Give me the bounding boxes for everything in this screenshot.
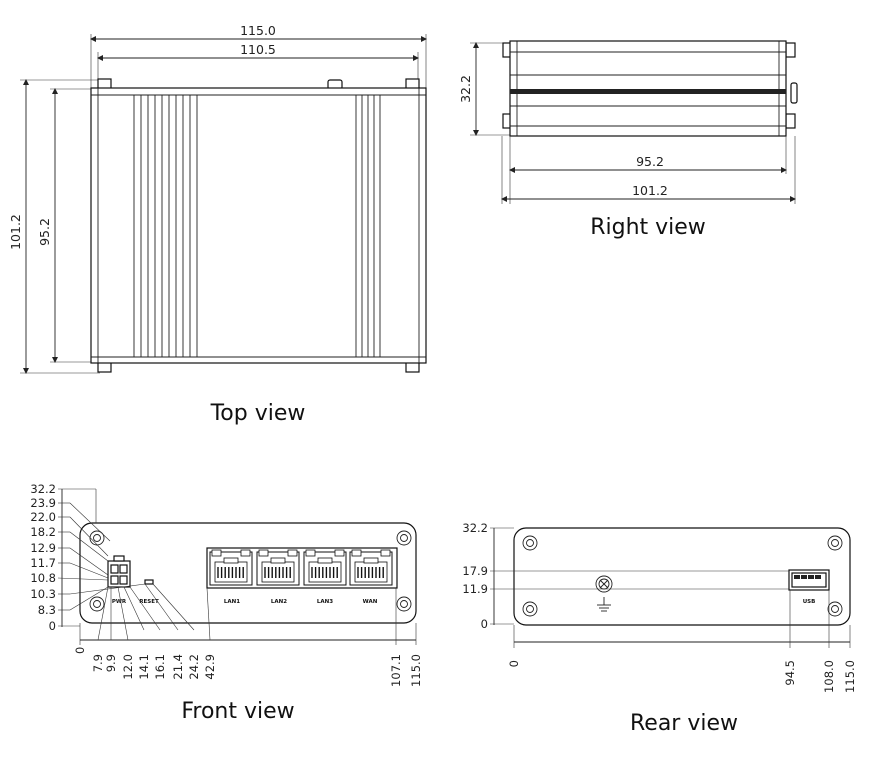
reset-label: RESET (139, 599, 159, 605)
front-y-0: 0 (49, 619, 56, 633)
usb-label: USB (803, 599, 816, 605)
top-case (90, 87, 427, 364)
dim-right-height: 32.2 (458, 75, 473, 103)
rear-y-17-9: 17.9 (462, 564, 488, 578)
front-x-14-1: 14.1 (137, 654, 151, 680)
ethernet-port (303, 549, 347, 586)
lan2-label: LAN2 (271, 599, 287, 605)
top-view-caption: Top view (210, 401, 306, 426)
front-x-9-9: 9.9 (104, 654, 118, 672)
lan1-label: LAN1 (224, 599, 240, 605)
right-case (509, 40, 787, 137)
front-view: PWR RESET LAN1 LAN2 LAN3 WAN 32.2 23.9 2… (30, 482, 423, 724)
front-y-11-7: 11.7 (30, 556, 56, 570)
rear-y-0: 0 (481, 617, 488, 631)
dim-width-inner: 110.5 (240, 42, 276, 57)
ethernet-ports (209, 549, 393, 586)
rear-y-32-2: 32.2 (462, 521, 488, 535)
ethernet-port (256, 549, 300, 586)
heatsink-fins-right (355, 95, 381, 357)
right-view: 32.2 95.2 101.2 Right view (458, 40, 798, 240)
front-x-24-2: 24.2 (187, 654, 201, 680)
front-x-dimensions: 0 7.9 9.9 12.0 14.1 16.1 21.4 24.2 42.9 … (73, 583, 423, 687)
rear-x-115-0: 115.0 (843, 660, 857, 693)
dim-right-depth-outer: 101.2 (632, 183, 668, 198)
rear-view: USB 32.2 17.9 11.9 0 0 94.5 108.0 115.0 … (462, 521, 857, 736)
ground-icon (597, 597, 611, 612)
wan-label: WAN (363, 599, 378, 605)
front-y-18-2: 18.2 (30, 525, 56, 539)
front-y-32-2: 32.2 (30, 482, 56, 496)
front-x-12-0: 12.0 (121, 654, 135, 680)
ground-screw (595, 575, 613, 593)
dim-width-outer: 115.0 (240, 23, 276, 38)
dim-depth-outer: 101.2 (8, 214, 23, 250)
rear-y-11-9: 11.9 (462, 582, 488, 596)
lan3-label: LAN3 (317, 599, 333, 605)
right-view-caption: Right view (590, 215, 706, 240)
front-x-42-9: 42.9 (203, 654, 217, 680)
rear-x-108-0: 108.0 (822, 660, 836, 693)
front-y-22-0: 22.0 (30, 510, 56, 524)
pwr-label: PWR (112, 599, 127, 605)
front-y-23-9: 23.9 (30, 496, 56, 510)
front-x-16-1: 16.1 (153, 654, 167, 680)
dim-depth-inner: 95.2 (37, 218, 52, 246)
front-y-12-9: 12.9 (30, 541, 56, 555)
front-y-10-3: 10.3 (30, 587, 56, 601)
reset-button (144, 579, 154, 585)
heatsink-fins-left (133, 95, 198, 357)
ethernet-port (349, 549, 393, 586)
power-connector (107, 555, 131, 588)
front-y-8-3: 8.3 (38, 603, 56, 617)
front-x-21-4: 21.4 (171, 654, 185, 680)
top-view: 115.0 110.5 101.2 95.2 (8, 23, 427, 426)
rear-x-94-5: 94.5 (783, 660, 797, 686)
front-view-caption: Front view (181, 699, 294, 724)
front-y-dimensions: 32.2 23.9 22.0 18.2 12.9 11.7 10.8 10.3 … (30, 482, 146, 633)
front-x-7-9: 7.9 (91, 654, 105, 672)
front-x-0: 0 (73, 647, 87, 654)
usb-port (788, 569, 830, 591)
rear-case (513, 527, 851, 626)
front-y-10-8: 10.8 (30, 571, 56, 585)
rear-view-caption: Rear view (630, 711, 738, 736)
dim-right-depth-inner: 95.2 (636, 154, 664, 169)
front-x-115-0: 115.0 (409, 654, 423, 687)
front-x-107-1: 107.1 (389, 654, 403, 687)
rear-x-0: 0 (507, 660, 521, 667)
ethernet-port (209, 549, 253, 586)
